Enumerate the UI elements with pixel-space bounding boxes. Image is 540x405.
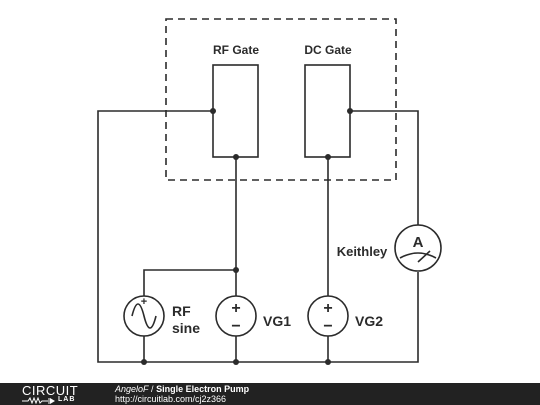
junction-dot: [233, 359, 239, 365]
footer-title-line: AngeloF / Single Electron Pump: [115, 384, 249, 394]
vg2-minus: −: [323, 318, 332, 335]
vg2-source: + −: [307, 295, 349, 337]
meter-scale-icon: [399, 252, 437, 259]
dc-gate-label: DC Gate: [304, 43, 352, 57]
junction-dot: [210, 108, 216, 114]
vg2-plus: +: [323, 300, 332, 317]
dc-gate-box: [304, 64, 351, 158]
junction-dot: [233, 154, 239, 160]
junction-dot: [141, 359, 147, 365]
logo-wave-icon: [22, 397, 55, 404]
meter-label: Keithley: [337, 244, 388, 259]
vg2-label: VG2: [355, 313, 383, 329]
rf-source-label-line2: sine: [172, 320, 200, 336]
junction-dots: [141, 108, 353, 365]
rf-gate-box: [212, 64, 259, 158]
rf-source-plus: +: [141, 296, 147, 308]
logo-text-lab: LAB: [58, 396, 76, 403]
meter-symbol: A: [413, 234, 424, 251]
footer-info: AngeloF / Single Electron Pump http://ci…: [115, 384, 249, 404]
junction-dot: [325, 359, 331, 365]
meter-needle-icon: [417, 250, 431, 263]
circuitlab-logo[interactable]: CIRCUIT LAB: [22, 384, 94, 404]
junction-dot: [347, 108, 353, 114]
title-separator: /: [151, 384, 154, 394]
vg1-label: VG1: [263, 313, 291, 329]
rf-sine-source: +: [123, 295, 165, 337]
junction-dot: [325, 154, 331, 160]
logo-text-circuit: CIRCUIT: [22, 383, 79, 398]
vg1-source: + −: [215, 295, 257, 337]
rf-source-label-line1: RF: [172, 303, 191, 319]
circuit-diagram: RF Gate DC Gate A Keithley + RF sine + −…: [97, 18, 442, 365]
author-link[interactable]: AngeloF: [115, 384, 149, 394]
circuit-url[interactable]: http://circuitlab.com/cj2z366: [115, 394, 227, 404]
device-enclosure: [165, 18, 397, 181]
junction-dot: [233, 267, 239, 273]
ammeter: A: [394, 224, 442, 272]
circuit-title: Single Electron Pump: [156, 384, 250, 394]
rf-gate-label: RF Gate: [213, 43, 259, 57]
vg1-minus: −: [231, 318, 240, 335]
footer-bar: CIRCUIT LAB AngeloF / Single Electron Pu…: [0, 383, 540, 405]
sine-wave-icon: [131, 303, 157, 329]
wires: [97, 110, 419, 363]
vg1-plus: +: [231, 300, 240, 317]
